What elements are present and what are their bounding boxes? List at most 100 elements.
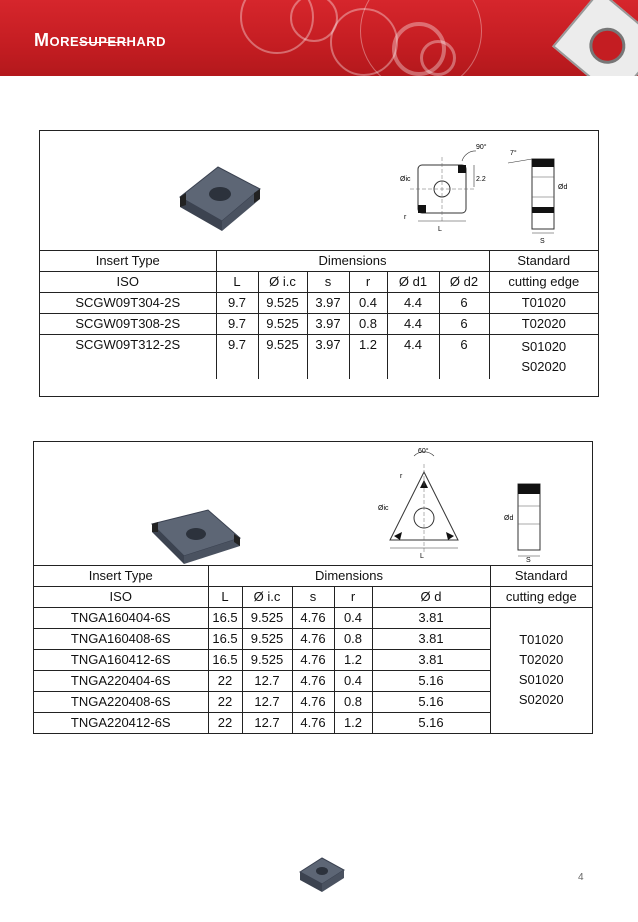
table-row: TNGA220408-6S 22 12.7 4.76 0.8 5.16: [34, 691, 592, 713]
value-cell: 6: [438, 313, 490, 335]
svg-text:Øic: Øic: [400, 176, 411, 183]
value-cell: 0.8: [333, 628, 373, 650]
scgw-technical-drawing: 90° Øic 2.2 r L: [400, 143, 487, 233]
edge-cell: S01020 S02020: [488, 334, 599, 379]
value-cell: 22: [207, 712, 243, 733]
svg-text:Ød: Ød: [504, 515, 513, 522]
svg-text:S: S: [540, 238, 545, 245]
value-cell: 3.97: [306, 334, 350, 379]
value-cell: 4.76: [291, 607, 335, 629]
iso-cell: SCGW09T308-2S: [40, 313, 217, 335]
svg-text:L: L: [438, 226, 442, 233]
insert-type-header: Insert Type: [40, 250, 217, 272]
column-header: Ø i.c: [241, 586, 293, 608]
square-insert-image: [179, 166, 261, 231]
iso-cell: TNGA220404-6S: [34, 670, 209, 692]
value-cell: 9.7: [215, 334, 259, 379]
value-cell: 5.16: [371, 691, 491, 713]
standard-header: Standard: [488, 250, 599, 272]
tnga-image-row: 60° Øic r L Ød S: [34, 442, 592, 566]
svg-text:Ød: Ød: [558, 184, 567, 191]
value-cell: 9.7: [215, 292, 259, 314]
tnga-spec-table: 60° Øic r L Ød S Insert Type Dimensions …: [33, 441, 593, 734]
edge-cell: T01020: [488, 292, 599, 314]
iso-cell: SCGW09T312-2S: [40, 334, 217, 379]
tnga-dimensions-table: Insert Type Dimensions Standard ISO L Ø …: [34, 565, 593, 734]
table-row: TNGA220412-6S 22 12.7 4.76 1.2 5.16: [34, 712, 592, 733]
value-cell: 4.4: [386, 334, 440, 379]
column-header: Ø d1: [386, 271, 440, 293]
dimensions-header: Dimensions: [207, 565, 491, 587]
edge-code: T01020: [519, 632, 564, 648]
edge-code: S02020: [521, 359, 567, 374]
scgw-image-row: 90° Øic 2.2 r L 7° Ød S: [40, 131, 598, 251]
column-header: r: [348, 271, 388, 293]
table-row: SCGW09T312-2S 9.7 9.525 3.97 1.2 4.4 6 S…: [40, 334, 599, 379]
value-cell: 9.525: [241, 607, 293, 629]
iso-cell: TNGA220412-6S: [34, 712, 209, 733]
value-cell: 3.97: [306, 313, 350, 335]
iso-cell: TNGA220408-6S: [34, 691, 209, 713]
svg-text:90°: 90°: [476, 143, 487, 151]
value-cell: 16.5: [207, 649, 243, 671]
value-cell: 12.7: [241, 691, 293, 713]
scgw-spec-table: 90° Øic 2.2 r L 7° Ød S Insert Type Dime…: [39, 130, 599, 397]
iso-cell: SCGW09T304-2S: [40, 292, 217, 314]
iso-cell: TNGA160408-6S: [34, 628, 209, 650]
value-cell: 9.525: [257, 334, 308, 379]
table-row: TNGA220404-6S 22 12.7 4.76 0.4 5.16: [34, 670, 592, 692]
svg-text:S: S: [526, 557, 531, 562]
value-cell: 0.8: [348, 313, 388, 335]
edge-cell: T02020: [488, 313, 599, 335]
column-header: L: [207, 586, 243, 608]
value-cell: 0.8: [333, 691, 373, 713]
value-cell: 1.2: [333, 712, 373, 733]
value-cell: 4.4: [386, 292, 440, 314]
svg-text:2.2: 2.2: [476, 176, 486, 183]
value-cell: 3.81: [371, 649, 491, 671]
column-header: s: [291, 586, 335, 608]
value-cell: 4.76: [291, 628, 335, 650]
edge-code: T02020: [519, 652, 564, 668]
tnga-side-view-drawing: Ød S: [504, 483, 541, 562]
value-cell: 4.76: [291, 670, 335, 692]
value-cell: 6: [438, 334, 490, 379]
tnga-technical-drawing: 60° Øic r L: [378, 447, 459, 560]
column-header: Ø d: [371, 586, 491, 608]
svg-text:7°: 7°: [510, 149, 517, 157]
value-cell: 1.2: [333, 649, 373, 671]
svg-text:Øic: Øic: [378, 505, 389, 512]
brand-logo: MORESUPERHARD: [34, 30, 167, 50]
table-row: TNGA160408-6S 16.5 9.525 4.76 0.8 3.81: [34, 628, 592, 650]
edge-cell: T01020 T02020 S01020 S02020: [489, 607, 593, 734]
value-cell: 9.525: [241, 649, 293, 671]
column-header: Ø d2: [438, 271, 490, 293]
column-header: r: [333, 586, 373, 608]
footer-insert-icon: [299, 857, 345, 892]
value-cell: 0.4: [348, 292, 388, 314]
value-cell: 4.76: [291, 712, 335, 733]
column-header: L: [215, 271, 259, 293]
page-number: 4: [578, 872, 584, 883]
value-cell: 9.525: [241, 628, 293, 650]
standard-header: Standard: [489, 565, 593, 587]
insert-type-header: Insert Type: [34, 565, 209, 587]
value-cell: 9.525: [257, 292, 308, 314]
scgw-dimensions-table: Insert Type Dimensions Standard ISO L Ø …: [40, 250, 599, 379]
value-cell: 16.5: [207, 607, 243, 629]
iso-header: ISO: [40, 271, 217, 293]
value-cell: 3.81: [371, 628, 491, 650]
triangle-insert-image: [151, 509, 241, 564]
scgw-side-view-drawing: 7° Ød S: [507, 149, 567, 245]
table-row: SCGW09T308-2S 9.7 9.525 3.97 0.8 4.4 6 T…: [40, 313, 599, 335]
table-row: SCGW09T304-2S 9.7 9.525 3.97 0.4 4.4 6 T…: [40, 292, 599, 314]
value-cell: 22: [207, 670, 243, 692]
value-cell: 4.76: [291, 691, 335, 713]
value-cell: 12.7: [241, 670, 293, 692]
column-header: s: [306, 271, 350, 293]
value-cell: 4.76: [291, 649, 335, 671]
cutting-edge-header: cutting edge: [488, 271, 599, 293]
iso-header: ISO: [34, 586, 209, 608]
edge-code: S01020: [518, 672, 564, 688]
gear-decoration: [360, 0, 482, 76]
